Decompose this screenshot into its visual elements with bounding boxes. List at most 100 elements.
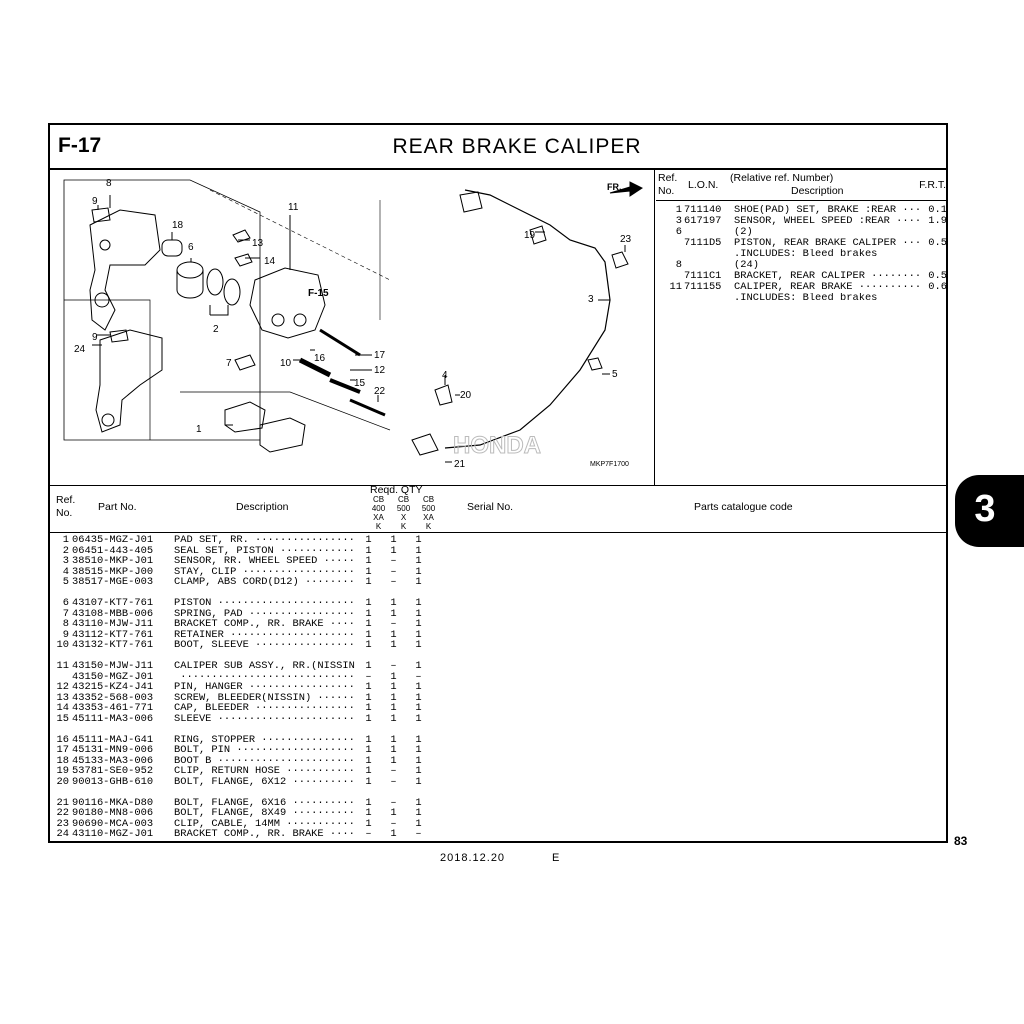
part-ref: 3: [62, 555, 69, 567]
part-qty: 1: [390, 744, 397, 756]
front-direction-label: FR.: [607, 182, 622, 192]
labor-desc: (24): [734, 260, 759, 271]
part-no: 43353-461-771: [72, 702, 154, 714]
part-ref: 16: [56, 733, 69, 746]
labor-desc: .INCLUDES: Bleed brakes: [734, 249, 878, 260]
callout: 20: [460, 390, 472, 401]
part-desc: BOLT, FLANGE, 6X12 ··········: [174, 776, 355, 787]
part-qty: 1: [390, 544, 397, 557]
caliper-body-shape: [249, 267, 326, 339]
part-ref: 15: [56, 712, 69, 725]
part-desc: ·····························: [174, 671, 356, 682]
part-qty: 1: [415, 702, 422, 714]
labor-ref: 8: [675, 259, 682, 271]
part-desc: SPRING, PAD ·················: [174, 608, 355, 619]
callout: 12: [374, 365, 386, 376]
labor-lon: 617197: [684, 215, 722, 227]
part-qty: 1: [415, 597, 422, 609]
qty-header-line: CB: [422, 495, 435, 504]
part-qty: –: [390, 775, 397, 788]
callout: 13: [252, 238, 264, 249]
part-ref: 11: [56, 660, 69, 672]
qty-header-line: CB: [397, 495, 410, 504]
qty-header-line: XA: [423, 513, 434, 522]
part-no: 06435-MGZ-J01: [72, 534, 154, 546]
part-desc: CLIP, CABLE, 14MM ···········: [174, 818, 355, 829]
part-no: 43108-MBB-006: [72, 607, 154, 620]
labor-lon: 711155: [684, 281, 722, 293]
labor-frt: 0.5: [928, 270, 947, 282]
labor-ref: 11: [669, 281, 682, 293]
callout: 3: [588, 294, 594, 305]
issue-date: 2018.12.20: [440, 852, 506, 864]
part-no: 53781-SE0-952: [72, 765, 154, 777]
part-ref: 24: [56, 828, 69, 840]
part-qty: 1: [390, 754, 397, 767]
section-code: F-17: [58, 134, 102, 157]
sensor-cable: [444, 189, 611, 449]
labor-desc: .INCLUDES: Bleed brakes: [734, 293, 878, 304]
catalogue-frame: F-17 REAR BRAKE CALIPER: [48, 123, 948, 843]
part-qty: 1: [365, 607, 372, 620]
callout: 14: [264, 256, 276, 267]
labor-frt: 1.9: [928, 215, 947, 227]
section-divider: [50, 485, 946, 486]
part-ref: 4: [62, 565, 69, 578]
part-qty: –: [390, 555, 397, 567]
part-ref: 18: [56, 754, 69, 767]
qty-header-line: 500: [421, 504, 436, 513]
part-qty: 1: [415, 534, 422, 546]
labor-frt: 0.5: [928, 237, 947, 249]
labor-frt: 0.6: [928, 281, 947, 293]
part-qty: –: [390, 576, 397, 588]
callout: 17: [374, 350, 386, 361]
callout: 4: [442, 370, 448, 381]
part-qty: 1: [365, 765, 372, 777]
part-qty: 1: [365, 681, 372, 693]
part-no: 90116-MKA-D80: [72, 796, 154, 809]
part-qty: 1: [415, 691, 422, 704]
labor-table-row: .INCLUDES: Bleed brakes: [656, 293, 948, 304]
chapter-number: 3: [974, 488, 996, 530]
callout: F-15: [308, 288, 329, 299]
part-desc: CLAMP, ABS CORD(D12) ········: [174, 577, 355, 588]
qty-header-line: K: [375, 522, 382, 531]
title-row: F-17 REAR BRAKE CALIPER: [50, 125, 946, 170]
part-desc: STAY, CLIP ··················: [174, 566, 355, 577]
inset-outline: [64, 299, 151, 440]
exploded-diagram: HONDA 8 9 18 6 13 14 11 F-15 24 9 2 17 1…: [50, 170, 654, 485]
part-qty: 1: [415, 807, 422, 819]
part-qty: 1: [415, 744, 422, 756]
part-ref: 10: [56, 639, 69, 651]
part-qty: –: [365, 828, 372, 840]
part-qty: 1: [365, 544, 372, 557]
part-no: 43150-MGZ-J01: [72, 670, 154, 683]
part-no: 38517-MGE-003: [72, 576, 154, 588]
part-ref: 1: [62, 534, 69, 546]
part-qty: –: [415, 670, 422, 683]
labor-lon: [682, 249, 734, 260]
callout: 9: [92, 196, 98, 207]
part-desc: PISTON ······················: [174, 598, 355, 609]
part-qty: 1: [415, 796, 422, 809]
part-qty: 1: [365, 555, 372, 567]
labor-lon: 711140: [684, 204, 722, 216]
part-ref: 13: [56, 691, 69, 704]
labor-table-header: Ref. No. L.O.N. (Relative ref. Number) D…: [656, 172, 948, 201]
part-qty: 1: [415, 660, 422, 672]
part-qty: 1: [415, 576, 422, 588]
labor-frt: [922, 293, 947, 304]
labor-desc: BRACKET, REAR CALIPER ········: [734, 271, 922, 282]
part-qty: 1: [415, 544, 422, 557]
callout: 23: [620, 234, 632, 245]
part-no: 90180-MN8-006: [72, 807, 154, 819]
